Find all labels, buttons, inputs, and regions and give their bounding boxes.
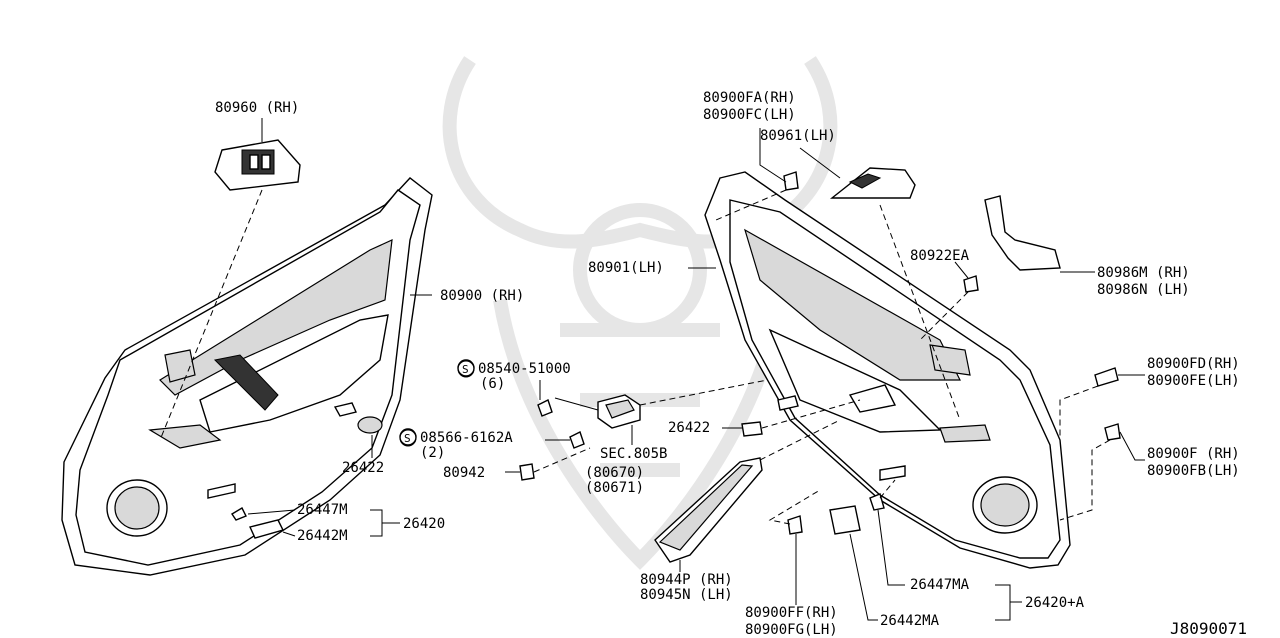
label-sec805b: SEC.805B <box>600 446 667 462</box>
label-80670: (80670) <box>585 465 644 481</box>
screw-symbol-08566: S <box>404 432 411 445</box>
clip-80922ea <box>919 261 979 341</box>
window-switch-rh <box>214 139 301 191</box>
label-80900fa: 80900FA(RH) <box>703 90 796 106</box>
label-26442m: 26442M <box>297 528 348 544</box>
label-26442ma: 26442MA <box>880 613 940 629</box>
label-80900f: 80900F (RH) <box>1147 446 1240 462</box>
label-26447ma: 26447MA <box>910 577 970 593</box>
cap-26422-left <box>357 416 383 434</box>
label-80900fg: 80900FG(LH) <box>745 622 838 638</box>
leader-26447m <box>247 509 296 515</box>
screw-08566 <box>399 428 585 449</box>
label-26422-left: 26422 <box>342 460 384 476</box>
label-80986n: 80986N (LH) <box>1097 282 1190 298</box>
label-08540: 08540-51000 <box>478 361 571 377</box>
clip-80900f <box>1104 423 1145 461</box>
label-80960: 80960 (RH) <box>215 100 299 116</box>
label-80900ff: 80900FF(RH) <box>745 605 838 621</box>
screw-circle-08540 <box>457 360 475 378</box>
label-08566: 08566-6162A <box>420 430 513 446</box>
cap-80942 <box>505 447 591 481</box>
label-08540-qty: (6) <box>480 376 505 392</box>
leader-26442m <box>282 531 296 537</box>
screw-circle-08566 <box>399 429 417 447</box>
label-80986m: 80986M (RH) <box>1097 265 1190 281</box>
screw-symbol-08540: S <box>462 363 469 376</box>
inner-handle-escutcheon <box>554 394 641 445</box>
screw-symbol-text: S <box>404 432 411 445</box>
label-80900fc: 80900FC(LH) <box>703 107 796 123</box>
door-trim-lh <box>704 171 1071 569</box>
door-trim-rh <box>61 177 433 576</box>
label-26420a: 26420+A <box>1025 595 1085 611</box>
clip-80900ff <box>768 489 821 605</box>
window-switch-lh <box>829 167 916 199</box>
bracket-80986 <box>984 195 1095 273</box>
label-26420: 26420 <box>403 516 445 532</box>
label-80944p: 80944P (RH) <box>640 572 733 588</box>
clip-26442m <box>249 519 285 539</box>
leader-clip-top <box>715 189 787 221</box>
screw-08540 <box>457 359 553 417</box>
clip-26447m <box>231 507 247 521</box>
label-80900-rh: 80900 (RH) <box>440 288 524 304</box>
watermark-emblem <box>442 56 838 570</box>
leader-switch-lh <box>879 204 961 421</box>
leader-clips-right <box>1059 385 1111 521</box>
clip-80900fa <box>759 128 799 191</box>
leader-switch-rh <box>159 189 263 441</box>
label-80945n: 80945N (LH) <box>640 587 733 603</box>
clip-26442ma <box>829 505 878 621</box>
label-80922ea: 80922EA <box>910 248 970 264</box>
label-80900fe: 80900FE(LH) <box>1147 373 1240 389</box>
label-80901: 80901(LH) <box>588 260 664 276</box>
label-26447m: 26447M <box>297 502 348 518</box>
bracket-26420 <box>370 509 400 537</box>
pull-handle-80944p <box>654 419 841 572</box>
label-80942: 80942 <box>443 465 485 481</box>
label-80900fd: 80900FD(RH) <box>1147 356 1240 372</box>
labels: 80960 (RH) 80900 (RH) 26422 26447M 26420… <box>215 90 1247 638</box>
label-80900fb: 80900FB(LH) <box>1147 463 1240 479</box>
screw-symbol-text: S <box>462 363 469 376</box>
bracket-26420a <box>995 584 1022 621</box>
label-26422-right: 26422 <box>668 420 710 436</box>
label-80961: 80961(LH) <box>760 128 836 144</box>
cap-26422-right <box>722 399 861 437</box>
clip-80900fd <box>1094 367 1145 387</box>
label-80671: (80671) <box>585 480 644 496</box>
clip-26447ma <box>869 479 905 586</box>
leader-80961 <box>799 147 841 179</box>
label-08566-qty: (2) <box>420 445 445 461</box>
diagram-id: J8090071 <box>1170 619 1247 638</box>
